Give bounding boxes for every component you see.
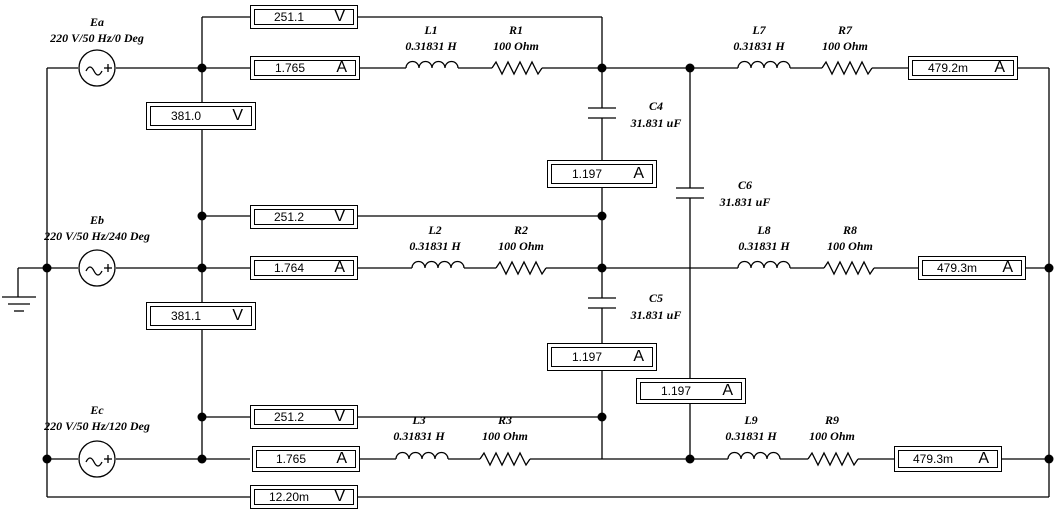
ammeter-i9: 479.3m A: [894, 446, 1002, 472]
ammeter-i8-value: 479.3m: [936, 261, 978, 275]
ammeter-c6-value: 1.197: [660, 384, 692, 398]
ammeter-c4-value: 1.197: [571, 167, 603, 181]
l8-name: L8: [756, 223, 770, 237]
cap-column-690: [676, 68, 704, 459]
voltmeter-vab-unit: V: [232, 107, 243, 124]
r3-name: R3: [497, 413, 512, 427]
voltmeter-vbc-unit: V: [232, 307, 243, 324]
ammeter-c5-unit: A: [633, 348, 644, 365]
source-ea-spec: 220 V/50 Hz/0 Deg: [49, 31, 144, 45]
source-ec: [78, 440, 116, 478]
r3-value: 100 Ohm: [482, 429, 528, 443]
r2-value: 100 Ohm: [498, 239, 544, 253]
ammeter-ib: 1.764 A: [250, 256, 358, 280]
l7-value: 0.31831 H: [733, 39, 785, 53]
voltmeter-neutral-value: 12.20m: [268, 490, 310, 504]
r8-name: R8: [842, 223, 857, 237]
l2-name: L2: [427, 223, 441, 237]
voltmeter-va-unit: V: [334, 8, 345, 25]
ammeter-i7: 479.2m A: [908, 56, 1018, 80]
r9-value: 100 Ohm: [809, 429, 855, 443]
l1-value: 0.31831 H: [405, 39, 457, 53]
ammeter-ic: 1.765 A: [252, 446, 360, 472]
ammeter-c5: 1.197 A: [547, 343, 657, 371]
c6-name: C6: [738, 178, 752, 192]
r7-name: R7: [837, 23, 853, 37]
ammeter-c4: 1.197 A: [547, 160, 657, 188]
ammeter-c5-value: 1.197: [571, 350, 603, 364]
ammeter-c6-unit: A: [722, 382, 733, 399]
neutral-bus: [46, 67, 1050, 498]
source-ec-name: Ec: [89, 403, 104, 417]
phase-a-line: [360, 60, 738, 76]
ammeter-c6: 1.197 A: [636, 378, 746, 404]
phase-b-line: [358, 260, 738, 276]
ammeter-i8-unit: A: [1002, 259, 1013, 276]
r1-name: R1: [508, 23, 523, 37]
load-phase-a: [737, 60, 1050, 268]
phase-voltage-wires: [358, 16, 602, 418]
voltmeter-vbc-value: 381.1: [170, 309, 202, 323]
voltmeter-vc: 251.2 V: [250, 405, 358, 429]
ground-symbol: [2, 267, 47, 312]
l9-name: L9: [743, 413, 757, 427]
ammeter-ic-value: 1.765: [275, 452, 307, 466]
voltmeter-vab-value: 381.0: [170, 109, 202, 123]
ammeter-ia-unit: A: [336, 59, 347, 76]
ammeter-c4-unit: A: [633, 165, 644, 182]
source-ea-name: Ea: [89, 15, 104, 29]
load-phase-c: [727, 451, 1049, 467]
voltmeter-vb-unit: V: [334, 208, 345, 225]
r7-value: 100 Ohm: [822, 39, 868, 53]
voltmeter-vab: 381.0 V: [146, 102, 256, 130]
source-ec-spec: 220 V/50 Hz/120 Deg: [43, 419, 150, 433]
l3-name: L3: [411, 413, 425, 427]
l3-value: 0.31831 H: [393, 429, 445, 443]
voltmeter-vb-value: 251.2: [273, 210, 305, 224]
ammeter-i9-unit: A: [978, 450, 989, 467]
phase-c-line: [360, 451, 728, 467]
ammeter-ic-unit: A: [336, 450, 347, 467]
c4-value: 31.831 uF: [630, 116, 682, 130]
r9-name: R9: [824, 413, 839, 427]
voltmeter-neutral: 12.20m V: [250, 485, 358, 509]
c6-value: 31.831 uF: [719, 195, 771, 209]
source-eb: [78, 249, 116, 287]
l8-value: 0.31831 H: [738, 239, 790, 253]
source-eb-name: Eb: [89, 213, 104, 227]
r1-value: 100 Ohm: [493, 39, 539, 53]
ammeter-ib-unit: A: [334, 259, 345, 276]
r8-value: 100 Ohm: [827, 239, 873, 253]
voltmeter-va-value: 251.1: [273, 10, 305, 24]
ammeter-i7-unit: A: [994, 59, 1005, 76]
l1-name: L1: [423, 23, 437, 37]
ammeter-i8: 479.3m A: [918, 256, 1026, 280]
c4-name: C4: [649, 99, 663, 113]
ammeter-ia-value: 1.765: [274, 61, 306, 75]
voltmeter-vb: 251.2 V: [250, 205, 358, 229]
source-eb-spec: 220 V/50 Hz/240 Deg: [43, 229, 150, 243]
r2-name: R2: [513, 223, 528, 237]
ammeter-ib-value: 1.764: [273, 261, 305, 275]
ammeter-i9-value: 479.3m: [912, 452, 954, 466]
l2-value: 0.31831 H: [409, 239, 461, 253]
junction-nodes: [42, 63, 1054, 464]
voltmeter-vc-value: 251.2: [273, 410, 305, 424]
source-ea: [78, 49, 116, 87]
voltmeter-va: 251.1 V: [250, 5, 358, 29]
c5-value: 31.831 uF: [630, 308, 682, 322]
voltmeter-vbc: 381.1 V: [146, 302, 256, 330]
cap-column-602: [588, 17, 616, 459]
ammeter-ia: 1.765 A: [250, 56, 360, 80]
voltmeter-vc-unit: V: [334, 408, 345, 425]
ammeter-i7-value: 479.2m: [927, 61, 969, 75]
l7-name: L7: [751, 23, 766, 37]
c5-name: C5: [649, 291, 663, 305]
l9-value: 0.31831 H: [725, 429, 777, 443]
voltmeter-neutral-unit: V: [334, 488, 345, 505]
